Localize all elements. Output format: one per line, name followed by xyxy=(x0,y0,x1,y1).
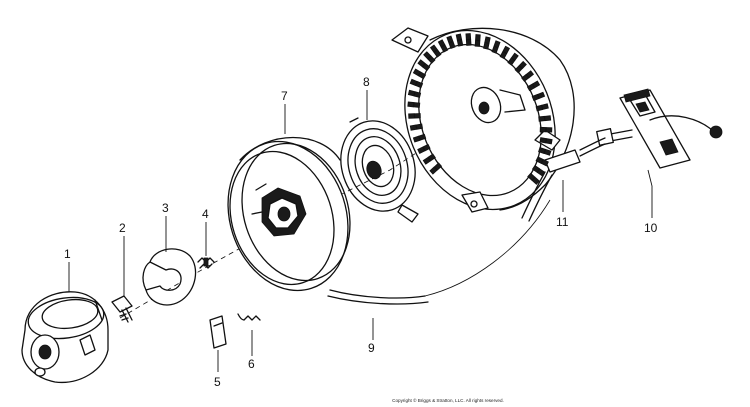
housing-rib xyxy=(475,34,481,41)
housing-rib xyxy=(422,143,431,152)
housing-rib xyxy=(539,137,547,144)
housing-rib xyxy=(427,55,436,64)
housing-rib xyxy=(422,156,431,165)
housing-rib xyxy=(539,126,547,133)
housing-rib xyxy=(531,93,540,102)
callout-3: 3 xyxy=(162,201,169,215)
housing-rib xyxy=(544,115,552,122)
housing-rib xyxy=(414,113,421,119)
callout-1: 1 xyxy=(64,247,71,261)
copyright-notice: Copyright © Briggs & Stratton, LLC. All … xyxy=(392,397,504,403)
housing-rib xyxy=(456,39,464,47)
callout-4: 4 xyxy=(202,207,209,221)
housing-rib xyxy=(418,71,427,80)
housing-rib xyxy=(538,115,546,122)
housing-rib xyxy=(415,123,424,130)
leader-lines xyxy=(68,90,653,372)
part-7-pulley xyxy=(227,136,351,292)
housing-rib xyxy=(484,36,491,44)
housing-rib xyxy=(429,166,438,175)
housing-rib xyxy=(412,135,421,143)
housing-rib xyxy=(440,44,449,53)
housing-rib xyxy=(499,51,508,60)
housing-rib xyxy=(427,153,436,162)
housing-rib xyxy=(446,35,454,44)
callout-7: 7 xyxy=(281,89,288,103)
callout-6: 6 xyxy=(248,357,255,371)
housing-rib xyxy=(535,156,544,164)
housing-rib xyxy=(545,127,553,133)
housing-rib xyxy=(521,73,530,82)
housing-rib xyxy=(465,33,472,40)
part-2-screw xyxy=(111,295,133,323)
housing-rib xyxy=(527,172,536,181)
callout-9: 9 xyxy=(368,341,375,355)
callout-11: 11 xyxy=(556,215,569,229)
callout-2: 2 xyxy=(119,221,126,235)
housing-rib xyxy=(537,91,546,99)
housing-rib xyxy=(545,138,553,145)
housing-rib xyxy=(422,62,431,72)
housing-rib xyxy=(474,40,481,47)
housing-rib xyxy=(507,57,516,66)
housing-rib xyxy=(415,80,424,89)
housing-rib xyxy=(535,104,544,112)
housing-rib xyxy=(413,91,422,98)
housing-rib xyxy=(448,41,456,49)
housing-rib xyxy=(408,113,415,119)
part-3-cam xyxy=(142,248,197,306)
callout-8: 8 xyxy=(363,75,370,89)
housing-rib xyxy=(531,164,541,173)
housing-rib xyxy=(409,124,418,131)
housing-rib xyxy=(526,83,535,92)
housing-rib xyxy=(465,39,472,46)
housing-rib xyxy=(418,133,427,141)
housing-rib xyxy=(491,45,499,54)
callout-5: 5 xyxy=(214,375,221,389)
part-4-spring xyxy=(197,257,215,269)
housing-rib xyxy=(407,89,416,97)
housing-rib xyxy=(412,68,421,77)
housing-rib xyxy=(429,44,438,53)
housing-rib xyxy=(413,102,421,108)
housing-rib xyxy=(532,80,541,89)
part-10-stop-switch xyxy=(579,88,723,169)
callout-10: 10 xyxy=(644,221,658,235)
housing-rib xyxy=(483,42,490,50)
housing-rib xyxy=(433,162,443,171)
housing-rib xyxy=(423,51,432,60)
starter-housing xyxy=(391,27,581,222)
housing-rib xyxy=(433,49,442,58)
housing-rib xyxy=(541,103,549,110)
housing-rib xyxy=(538,147,546,154)
part-9-rope xyxy=(327,199,551,305)
part-1-starter-cup xyxy=(21,291,109,384)
part-5-dog xyxy=(209,315,227,349)
housing-rib xyxy=(514,65,523,74)
housing-rib xyxy=(531,176,540,185)
housing-ribs xyxy=(407,33,553,185)
housing-rib xyxy=(409,78,418,87)
housing-rib xyxy=(518,60,527,70)
part-8-spring xyxy=(340,117,419,223)
housing-rib xyxy=(407,101,415,108)
housing-rib xyxy=(455,33,463,41)
part-6-dog-spring xyxy=(237,313,261,321)
